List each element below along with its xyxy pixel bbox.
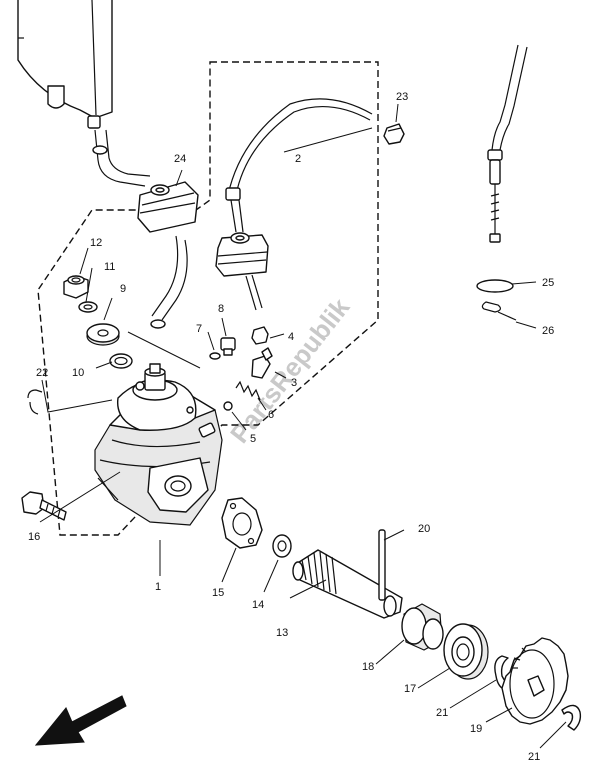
callout-13: 13 — [276, 627, 288, 639]
callout-19: 19 — [470, 723, 482, 735]
callout-4: 4 — [288, 331, 294, 343]
grommet-24 — [137, 181, 199, 233]
pin-20 — [378, 529, 386, 601]
callout-12: 12 — [90, 237, 102, 249]
pump-group-outline — [37, 61, 379, 536]
cap-23 — [383, 123, 405, 145]
callout-24: 24 — [174, 153, 186, 165]
callout-18: 18 — [362, 661, 374, 673]
delivery-pipe-2 — [225, 98, 373, 233]
oil-tank — [17, 0, 113, 129]
banjo-bolt-8a — [220, 337, 236, 356]
callout-labels: 1 2 3 4 5 6 7 8 8 9 10 11 12 13 14 15 16… — [28, 91, 554, 763]
callout-9: 9 — [120, 283, 126, 295]
clip-26 — [481, 301, 517, 321]
shaft-13 — [292, 549, 403, 619]
gasket-15 — [221, 497, 263, 549]
callout-16: 16 — [28, 531, 40, 543]
washer-11 — [78, 301, 98, 313]
bolt-16 — [21, 491, 67, 521]
oring-10 — [109, 353, 133, 369]
bearing-17 — [443, 623, 489, 680]
callout-21a: 21 — [436, 707, 448, 719]
clip-22 — [27, 389, 43, 415]
callout-23: 23 — [396, 91, 408, 103]
callout-5: 5 — [250, 433, 256, 445]
gear-19 — [501, 637, 569, 725]
pipe-grommet — [215, 232, 269, 311]
washer-14 — [272, 534, 292, 558]
callout-11: 11 — [104, 261, 115, 273]
callout-10: 10 — [72, 367, 84, 379]
callout-7: 7 — [196, 323, 202, 335]
feed-hose — [92, 129, 188, 329]
callout-17: 17 — [404, 683, 416, 695]
leader-lines — [39, 103, 567, 749]
cap-4 — [251, 326, 269, 345]
callout-15: 15 — [212, 587, 224, 599]
callout-26: 26 — [542, 325, 554, 337]
callout-1: 1 — [155, 581, 161, 593]
oil-pump-assembly — [94, 363, 223, 526]
callout-25: 25 — [542, 277, 554, 289]
callout-14: 14 — [252, 599, 264, 611]
throttle-cable — [476, 44, 528, 293]
circlip-21b — [561, 704, 582, 731]
nut-12 — [63, 275, 89, 299]
plate-9 — [86, 323, 120, 346]
callout-21b: 21 — [528, 751, 540, 763]
callout-20: 20 — [418, 523, 430, 535]
callout-6: 6 — [268, 409, 274, 421]
ball-5 — [223, 401, 233, 411]
callout-8a: 8 — [218, 303, 224, 315]
collar-18 — [401, 603, 444, 651]
gasket-7 — [209, 352, 221, 360]
elbow-3 — [251, 347, 273, 379]
callout-3: 3 — [291, 377, 297, 389]
front-arrow-icon — [34, 695, 127, 746]
callout-22: 22 — [36, 367, 48, 379]
callout-2: 2 — [295, 153, 301, 165]
spring-6 — [235, 380, 261, 401]
